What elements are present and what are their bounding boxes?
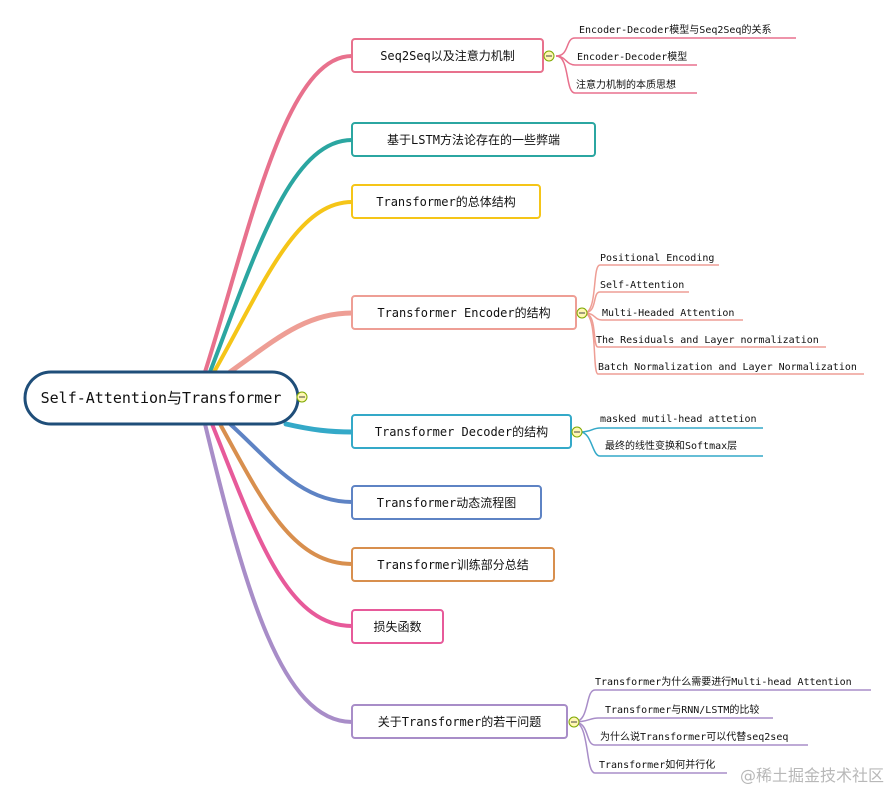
leaf-label[interactable]: Batch Normalization and Layer Normalizat… (598, 362, 857, 373)
leaf-label[interactable]: Transformer如何并行化 (599, 758, 715, 771)
branch-node-9[interactable]: 关于Transformer的若干问题 (351, 704, 580, 739)
watermark-text: @稀土掘金技术社区 (740, 766, 884, 785)
connector-root-branch-1 (203, 54, 354, 374)
branch-node-label: Transformer动态流程图 (377, 495, 516, 510)
branch-node-label: 关于Transformer的若干问题 (378, 714, 541, 729)
branch-node-label: 损失函数 (373, 619, 421, 634)
branch-node-box (351, 184, 541, 219)
branch-5-leaves: masked mutil-head attetion 最终的线性变换和Softm… (600, 414, 757, 452)
branch-node-label: Transformer Encoder的结构 (377, 305, 550, 320)
branch-node-box (351, 547, 555, 582)
branch-5-leaf-connectors (579, 427, 763, 457)
leaf-label[interactable]: Encoder-Decoder模型 (577, 50, 687, 63)
branch-node-box (351, 414, 572, 449)
branch-node-label: 基于LSTM方法论存在的一些弊端 (387, 132, 560, 147)
leaf-label[interactable]: 为什么说Transformer可以代替seq2seq (600, 730, 788, 743)
leaf-label[interactable]: Positional Encoding (600, 253, 714, 264)
branch-node-box (351, 295, 577, 330)
leaf-connector (579, 431, 763, 457)
branch-node-1[interactable]: Seq2Seq以及注意力机制 (351, 38, 555, 73)
root-node[interactable]: Self-Attention与Transformer (23, 370, 308, 426)
connector-root-branch-8 (210, 422, 354, 628)
connector-root-branch-7 (218, 422, 354, 566)
leaf-connector (583, 264, 719, 314)
branch-node-box (351, 704, 568, 739)
leaf-label[interactable]: Transformer为什么需要进行Multi-head Attention (595, 675, 852, 688)
branch-node-3[interactable]: Transformer的总体结构 (351, 184, 541, 219)
branch-collapse-toggle[interactable] (576, 307, 588, 319)
branch-4-leaf-connectors (583, 264, 864, 375)
root-node-label: Self-Attention与Transformer (41, 389, 282, 407)
branch-node-label: Transformer训练部分总结 (377, 557, 528, 572)
leaf-label[interactable]: Multi-Headed Attention (602, 308, 734, 319)
leaf-label[interactable]: The Residuals and Layer normalization (596, 335, 819, 346)
branch-node-label: Transformer的总体结构 (376, 194, 515, 209)
connector-root-branch-2 (208, 138, 354, 374)
branch-node-box (351, 609, 444, 644)
branch-collapse-toggle[interactable] (571, 426, 583, 438)
branch-node-4[interactable]: Transformer Encoder的结构 (351, 295, 588, 330)
root-collapse-toggle[interactable] (296, 391, 308, 403)
branch-collapse-toggle[interactable] (568, 716, 580, 728)
leaf-label[interactable]: Encoder-Decoder模型与Seq2Seq的关系 (579, 23, 771, 36)
leaf-connector (555, 55, 697, 94)
leaf-connector (579, 427, 763, 433)
branch-node-label: Seq2Seq以及注意力机制 (380, 48, 515, 63)
branch-node-2[interactable]: 基于LSTM方法论存在的一些弊端 (351, 122, 596, 157)
branch-node-box (351, 485, 542, 520)
leaf-label[interactable]: Self-Attention (600, 280, 684, 291)
branch-node-7[interactable]: Transformer训练部分总结 (351, 547, 555, 582)
connector-root-branch-9 (203, 422, 354, 724)
leaf-label[interactable]: Transformer与RNN/LSTM的比较 (605, 703, 759, 716)
leaf-connector (583, 291, 689, 314)
leaf-label[interactable]: 最终的线性变换和Softmax层 (605, 439, 737, 452)
branch-node-box (351, 38, 544, 73)
leaf-connector (573, 717, 773, 723)
connector-root-branch-3 (212, 200, 354, 374)
leaf-label[interactable]: masked mutil-head attetion (600, 414, 757, 425)
leaf-connector (555, 37, 796, 57)
connector-root-branch-6 (228, 422, 354, 504)
branch-collapse-toggle[interactable] (543, 50, 555, 62)
branch-1-leaf-connectors (555, 37, 796, 94)
connector-root-branch-4 (227, 310, 355, 375)
branch-node-8[interactable]: 损失函数 (351, 609, 444, 644)
leaf-connector (583, 312, 864, 375)
connector-layer (203, 37, 871, 774)
branch-node-6[interactable]: Transformer动态流程图 (351, 485, 542, 520)
branch-1-leaves: Encoder-Decoder模型与Seq2Seq的关系 Encoder-Dec… (576, 23, 771, 91)
leaf-label[interactable]: 注意力机制的本质思想 (576, 78, 676, 91)
branch-4-leaves: Positional Encoding Self-Attention Multi… (596, 253, 857, 373)
branch-node-box (351, 122, 596, 157)
connector-root-branch-5 (283, 421, 355, 435)
branch-node-5[interactable]: Transformer Decoder的结构 (351, 414, 583, 449)
branch-node-label: Transformer Decoder的结构 (375, 424, 548, 439)
branch-9-leaves: Transformer为什么需要进行Multi-head Attention T… (595, 675, 852, 771)
